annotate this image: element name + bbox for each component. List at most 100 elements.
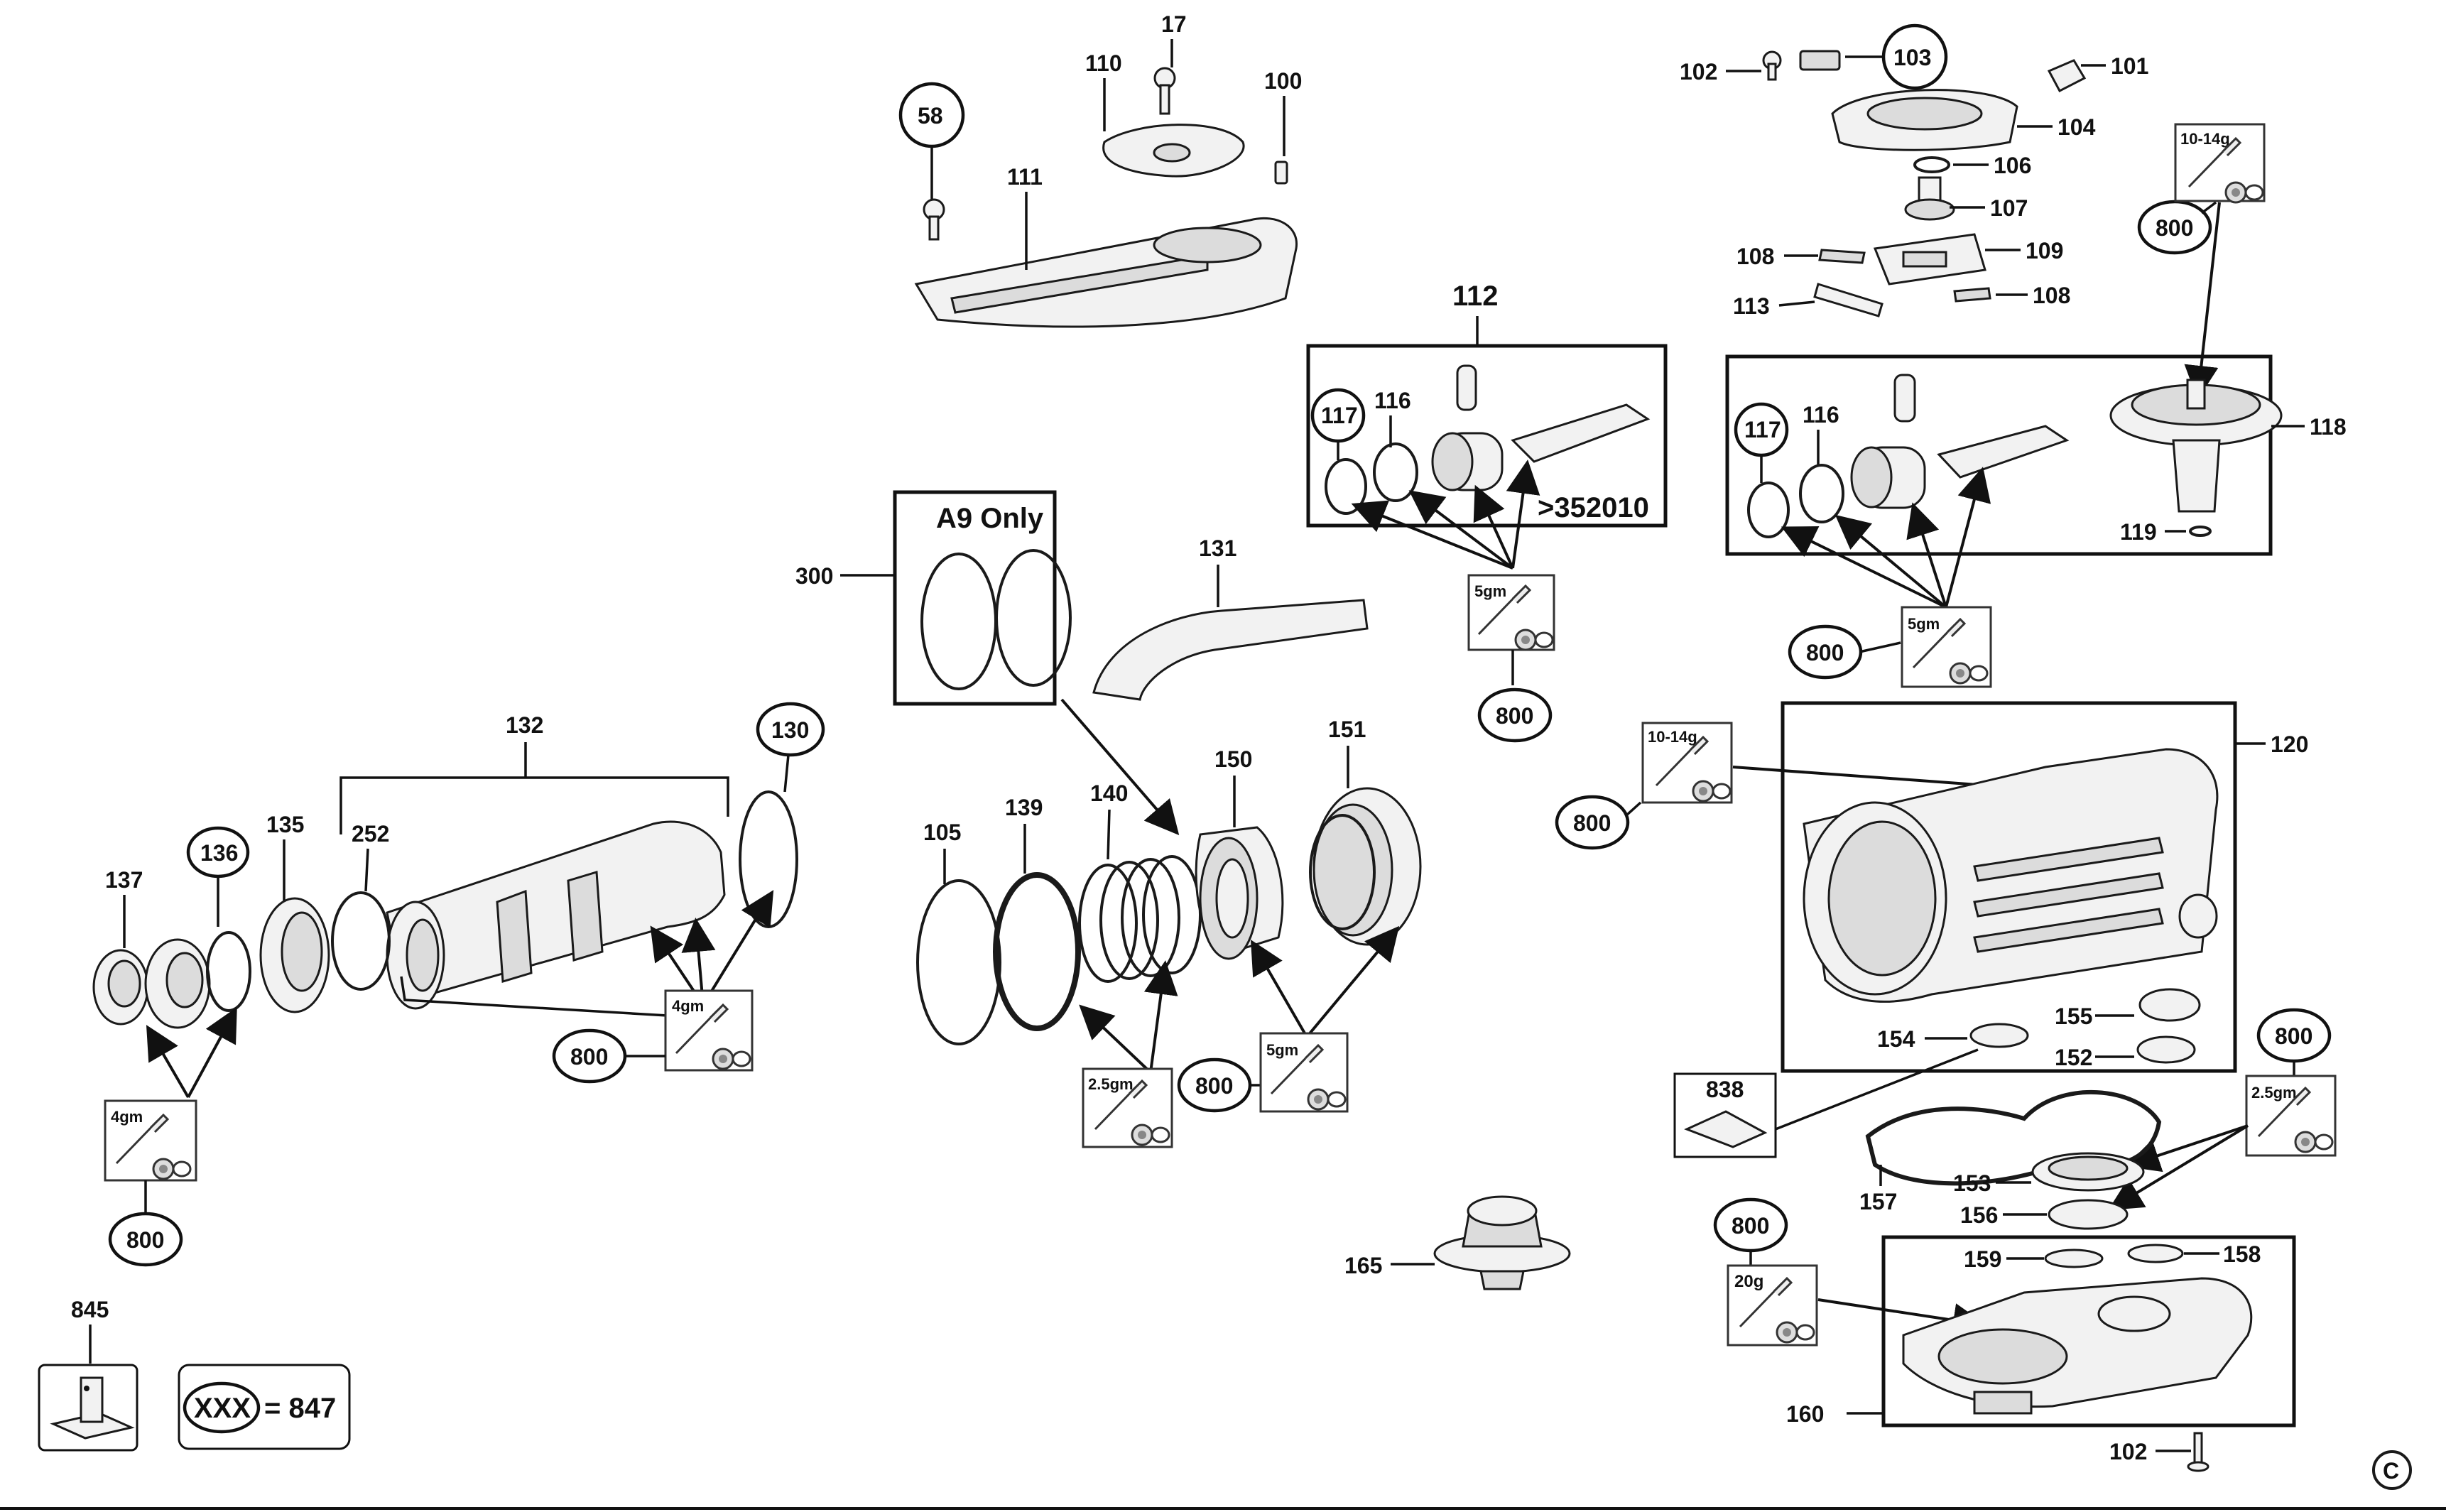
- part-151-bearing: [1309, 787, 1422, 946]
- bubble-103: [1881, 23, 1948, 90]
- part-104-plate: [1831, 89, 2018, 151]
- part-153-gear: [2031, 1152, 2145, 1192]
- part-102-screw-bottom: [2187, 1432, 2209, 1472]
- grease-20g: 20g: [1734, 1272, 1763, 1291]
- label-109: 109: [2026, 238, 2063, 263]
- label-165: 165: [1344, 1253, 1382, 1278]
- arrow-118-grease: [2184, 202, 2221, 400]
- label-137: 137: [105, 867, 143, 893]
- label-838: 838: [1706, 1077, 1744, 1102]
- box-118-assembly: [1725, 354, 2273, 556]
- label-105: 105: [923, 820, 961, 845]
- grease-1014-a: 10-14g: [2180, 130, 2230, 148]
- label-845: 845: [71, 1297, 109, 1322]
- part-116-ring-a: [1373, 442, 1418, 502]
- legend-eq-847: = 847: [264, 1393, 336, 1424]
- label-116-b: 116: [1803, 402, 1839, 428]
- leader-800-c: [1859, 641, 1901, 653]
- label-58: 58: [918, 103, 943, 129]
- part-140-spring: [1078, 855, 1202, 983]
- arrow-112-4: [1506, 459, 1540, 569]
- label-117-a: 117: [1321, 403, 1358, 428]
- label-110: 110: [1085, 50, 1122, 76]
- label-300: 300: [795, 563, 833, 589]
- part-109-switch-block: [1873, 233, 1986, 285]
- leader-800-b: [2200, 201, 2217, 214]
- part-102-screw-top: [1762, 50, 1782, 81]
- copyright-icon: [2372, 1450, 2412, 1490]
- label-130: 130: [771, 717, 809, 743]
- part-conrod-b: [1937, 425, 2070, 479]
- label-800-c: 800: [1806, 640, 1844, 665]
- leader-140: [1107, 809, 1111, 860]
- label-119: 119: [2120, 519, 2157, 545]
- part-139-ring: [993, 872, 1081, 1031]
- label-103: 103: [1893, 45, 1931, 70]
- part-137-cap: [92, 949, 149, 1026]
- part-seal: [144, 938, 211, 1029]
- part-300-ring-2: [995, 549, 1072, 687]
- bubble-117-b: [1734, 402, 1789, 457]
- bubble-800-c: [1788, 624, 1863, 680]
- label-116-a: 116: [1374, 388, 1411, 413]
- part-117-ring-b: [1747, 482, 1790, 538]
- part-156-bearing: [2048, 1199, 2129, 1230]
- label-111: 111: [1007, 164, 1043, 190]
- leader-838: [1775, 1048, 1979, 1131]
- label-108-right: 108: [2033, 283, 2070, 308]
- label-113: 113: [1733, 293, 1770, 319]
- legend-box-847: [178, 1364, 351, 1450]
- part-135-collar: [259, 897, 330, 1013]
- bubble-800-d: [552, 1028, 627, 1084]
- label-17: 17: [1161, 11, 1187, 37]
- label-800-e: 800: [126, 1227, 164, 1253]
- label-159: 159: [1964, 1246, 2001, 1272]
- bubble-800-g: [1555, 795, 1630, 850]
- part-136-ring: [206, 931, 251, 1012]
- label-112: 112: [1452, 281, 1499, 312]
- grease-box-5gm-a: [1467, 574, 1555, 651]
- part-101-switch: [2047, 59, 2087, 93]
- bubble-800-e: [108, 1212, 183, 1267]
- part-105-ring: [916, 879, 1001, 1045]
- label-132: 132: [506, 712, 543, 738]
- label-106: 106: [1994, 153, 2031, 178]
- part-838-clip: [1684, 1110, 1768, 1148]
- part-300-ring-1: [920, 553, 997, 690]
- leader-113: [1778, 300, 1815, 307]
- box-838: [1673, 1072, 1777, 1158]
- part-100-pin: [1274, 161, 1288, 185]
- arrow-118-3: [1906, 502, 1947, 608]
- part-106-oring: [1913, 156, 1950, 173]
- copyright-letter: C: [2383, 1458, 2399, 1484]
- label-a9-only: A9 Only: [936, 503, 1044, 534]
- label-151: 151: [1328, 717, 1366, 742]
- label-800-i: 800: [1732, 1213, 1769, 1239]
- part-120-gear-housing: [1803, 748, 2219, 1003]
- label-131: 131: [1199, 535, 1236, 561]
- part-117-ring-a: [1325, 458, 1367, 515]
- bubble-800-a: [1477, 687, 1553, 743]
- leader-800-d-line: [400, 976, 668, 1017]
- label-155: 155: [2055, 1004, 2092, 1029]
- grease-25gm-a: 2.5gm: [1088, 1075, 1134, 1093]
- part-252-ring: [331, 891, 391, 991]
- arrow-118-2: [1835, 514, 1947, 609]
- label-160: 160: [1786, 1401, 1824, 1427]
- label-101: 101: [2111, 53, 2148, 79]
- grease-5gm-c: 5gm: [1266, 1041, 1298, 1059]
- grease-5gm-b: 5gm: [1908, 615, 1940, 633]
- arrow-112-1: [1351, 500, 1513, 570]
- label-800-f: 800: [1195, 1073, 1233, 1099]
- label-158: 158: [2223, 1241, 2261, 1267]
- leader-130: [783, 754, 790, 793]
- box-120-housing: [1781, 701, 2237, 1073]
- legend-bubble-xxx: [183, 1381, 261, 1434]
- part-119-washer: [2189, 526, 2212, 537]
- part-132-cylinder: [386, 820, 726, 1010]
- part-118-gear: [2109, 379, 2283, 513]
- part-165-spindle-gear: [1433, 1195, 1571, 1290]
- label-252: 252: [352, 821, 389, 847]
- label-800-a: 800: [1496, 703, 1533, 729]
